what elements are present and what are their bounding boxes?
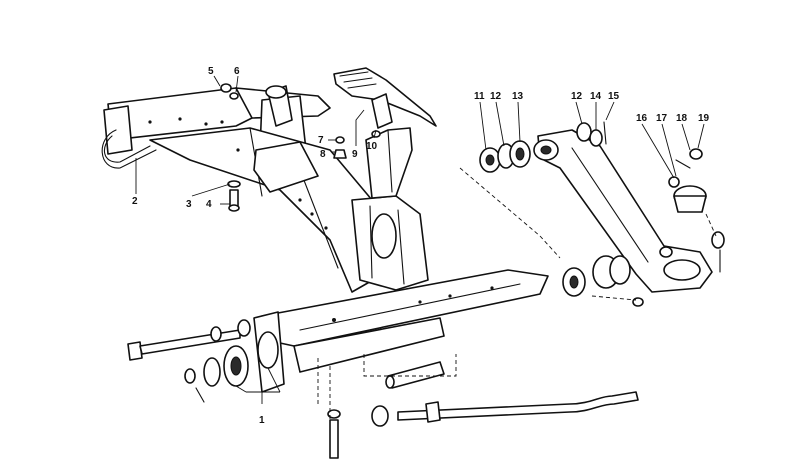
callout-12b: 12 [571, 91, 583, 102]
callout-9: 9 [352, 149, 358, 160]
arm-nut [632, 297, 644, 307]
carrier-lower-skirt [293, 317, 445, 373]
stabilizer-bar [371, 391, 639, 427]
mount-nut [184, 368, 196, 384]
callout-11: 11 [474, 91, 485, 102]
bottom-bolt [327, 409, 341, 459]
callout-15: 15 [608, 91, 620, 102]
callout-12a: 12 [490, 91, 502, 102]
carrier-diagonal-beam [149, 127, 381, 293]
pedal-bracket [333, 67, 437, 129]
carrier-lower-rail-holes [332, 286, 494, 322]
nuts-5-6 [220, 83, 239, 100]
mount-washer [203, 357, 221, 387]
axle-carrier [107, 85, 549, 373]
callout-16: 16 [636, 113, 648, 124]
callout-14: 14 [590, 91, 602, 102]
callout-19: 19 [698, 113, 710, 124]
bushing-sleeve [385, 361, 445, 389]
callout-10: 10 [366, 141, 378, 152]
carrier-side-bracket [253, 141, 319, 193]
callout-3: 3 [186, 199, 192, 210]
leader-lines [135, 75, 705, 404]
callout-18: 18 [676, 113, 688, 124]
callout-5: 5 [208, 66, 214, 77]
bolt-3-4 [227, 180, 241, 212]
ball-joint [668, 148, 725, 273]
arm-lower-bushing [562, 255, 631, 297]
bushing-stack [479, 140, 531, 173]
callout-17: 17 [656, 113, 668, 124]
callout-2: 2 [132, 196, 138, 207]
rubber-mount-assembly [184, 311, 285, 403]
hardware-7-10 [333, 130, 381, 159]
long-mount-bolt [127, 319, 251, 361]
callout-7: 7 [318, 135, 324, 146]
callout-6: 6 [234, 66, 240, 77]
callout-13: 13 [512, 91, 524, 102]
carrier-upper-rail-holes [148, 117, 224, 126]
callout-labels: 1 2 3 4 5 6 7 8 9 10 11 12 12 13 14 15 1… [132, 66, 710, 426]
callout-1: 1 [259, 415, 265, 426]
callout-4: 4 [206, 199, 212, 210]
assembly-guide-lines [317, 167, 717, 420]
tow-eye-bracket [101, 105, 157, 169]
callout-8: 8 [320, 149, 326, 160]
carrier-beam-holes [236, 148, 328, 230]
